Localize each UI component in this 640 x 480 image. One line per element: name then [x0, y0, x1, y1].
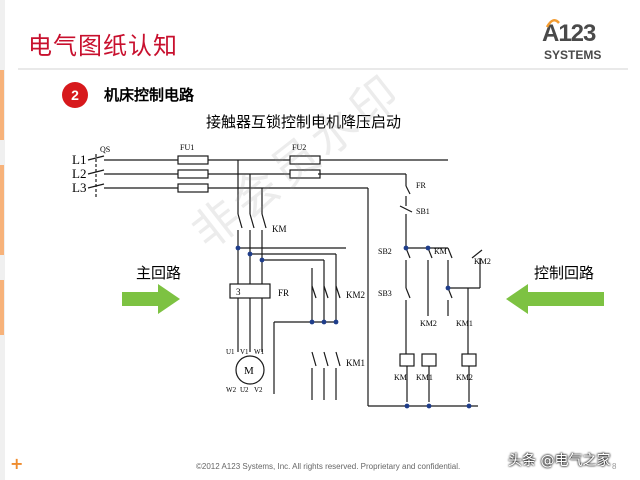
plus-icon: +: [10, 454, 24, 473]
main-circuit-label: 主回路: [136, 264, 182, 282]
section-label: 机床控制电路: [104, 86, 195, 104]
left-accent-bar: [0, 165, 4, 255]
km2-ctrl-label: KM2: [474, 257, 491, 266]
section-number-badge: 2: [62, 82, 88, 108]
fr-number: 3: [236, 287, 241, 297]
km-ctrl-label: KM: [434, 247, 447, 256]
logo-sub-text: SYSTEMS: [544, 48, 602, 62]
circuit-diagram-svg: L1 L2 L3 QS FU1 FU2 KM FR 3 KM2 KM1 U1 V…: [72, 143, 491, 409]
coil-km2-label: KM2: [456, 373, 473, 382]
km2-interlock-label: KM2: [420, 319, 437, 328]
km1-interlock-label: KM1: [456, 319, 473, 328]
logo-main-text: A123: [542, 20, 596, 47]
title-divider: [18, 68, 628, 70]
fu2-label: FU2: [292, 143, 306, 152]
km1-main-label: KM1: [346, 358, 365, 368]
phase-label: L3: [72, 180, 86, 195]
phase-label: L2: [72, 166, 86, 181]
fu1-label: FU1: [180, 143, 194, 152]
fr-main-label: FR: [278, 288, 289, 298]
left-arrow-icon: [506, 284, 604, 314]
sb2-label: SB2: [378, 247, 392, 256]
qs-label: QS: [100, 145, 110, 154]
circuit-diagram: L1 L2 L3 QS FU1 FU2 KM FR 3 KM2 KM1 U1 V…: [68, 138, 514, 414]
terminal-u1: U1: [226, 348, 235, 356]
sb1-label: SB1: [416, 207, 430, 216]
footer-copyright: ©2012 A123 Systems, Inc. All rights rese…: [196, 462, 461, 471]
company-logo: A123 SYSTEMS: [542, 19, 624, 64]
km2-main-label: KM2: [346, 290, 365, 300]
phase-label: L1: [72, 152, 86, 167]
right-arrow-icon: [122, 284, 180, 314]
source-watermark: 头条 @电气之家: [508, 453, 611, 469]
motor-label: M: [244, 365, 254, 377]
left-accent-bar: [0, 280, 4, 335]
terminal-v1: V1: [240, 348, 249, 356]
terminal-v2: V2: [254, 386, 263, 394]
terminal-u2: U2: [240, 386, 249, 394]
terminal-w2: W2: [226, 386, 237, 394]
terminal-w1: W1: [254, 348, 265, 356]
coil-km-label: KM: [394, 373, 407, 382]
slide-title: 电气图纸认知: [28, 32, 178, 60]
control-circuit-label: 控制回路: [534, 264, 595, 282]
sb3-label: SB3: [378, 289, 392, 298]
km-main-label: KM: [272, 224, 287, 234]
coil-km1-label: KM1: [416, 373, 433, 382]
logo-arc-icon: [546, 19, 560, 28]
diagram-title: 接触器互锁控制电机降压启动: [206, 113, 402, 131]
page-number: 8: [612, 462, 617, 471]
fr-ctrl-label: FR: [416, 181, 426, 190]
left-accent-bar: [0, 70, 4, 140]
